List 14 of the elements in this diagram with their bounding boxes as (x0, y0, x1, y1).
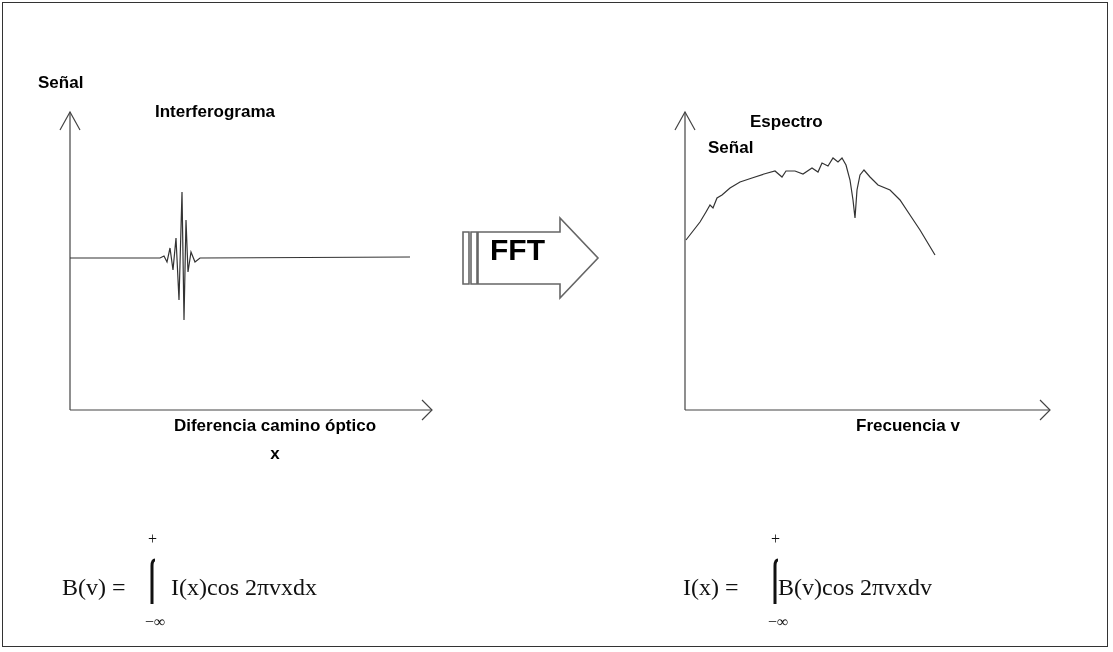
integral-lower-limit: −∞ (768, 613, 789, 631)
chart-title: Interferograma (155, 102, 275, 122)
integral-upper-limit: + (148, 530, 158, 548)
formula-text: I(x) = (683, 574, 739, 601)
x-axis-label: Frecuencia v (855, 415, 961, 437)
integral-upper-limit: + (771, 530, 781, 548)
y-axis-label: Señal (38, 73, 84, 93)
formula-text: B(v) = (62, 574, 126, 601)
y-axis-label: Señal (708, 138, 754, 158)
chart-title: Espectro (750, 112, 823, 132)
integral-lower-limit: −∞ (145, 613, 166, 631)
formula-text: I(x)cos 2πvxdx (171, 574, 318, 601)
x-axis-label: Diferencia camino óptico x (172, 415, 378, 465)
formula-text: B(v)cos 2πvxdv (778, 574, 933, 601)
